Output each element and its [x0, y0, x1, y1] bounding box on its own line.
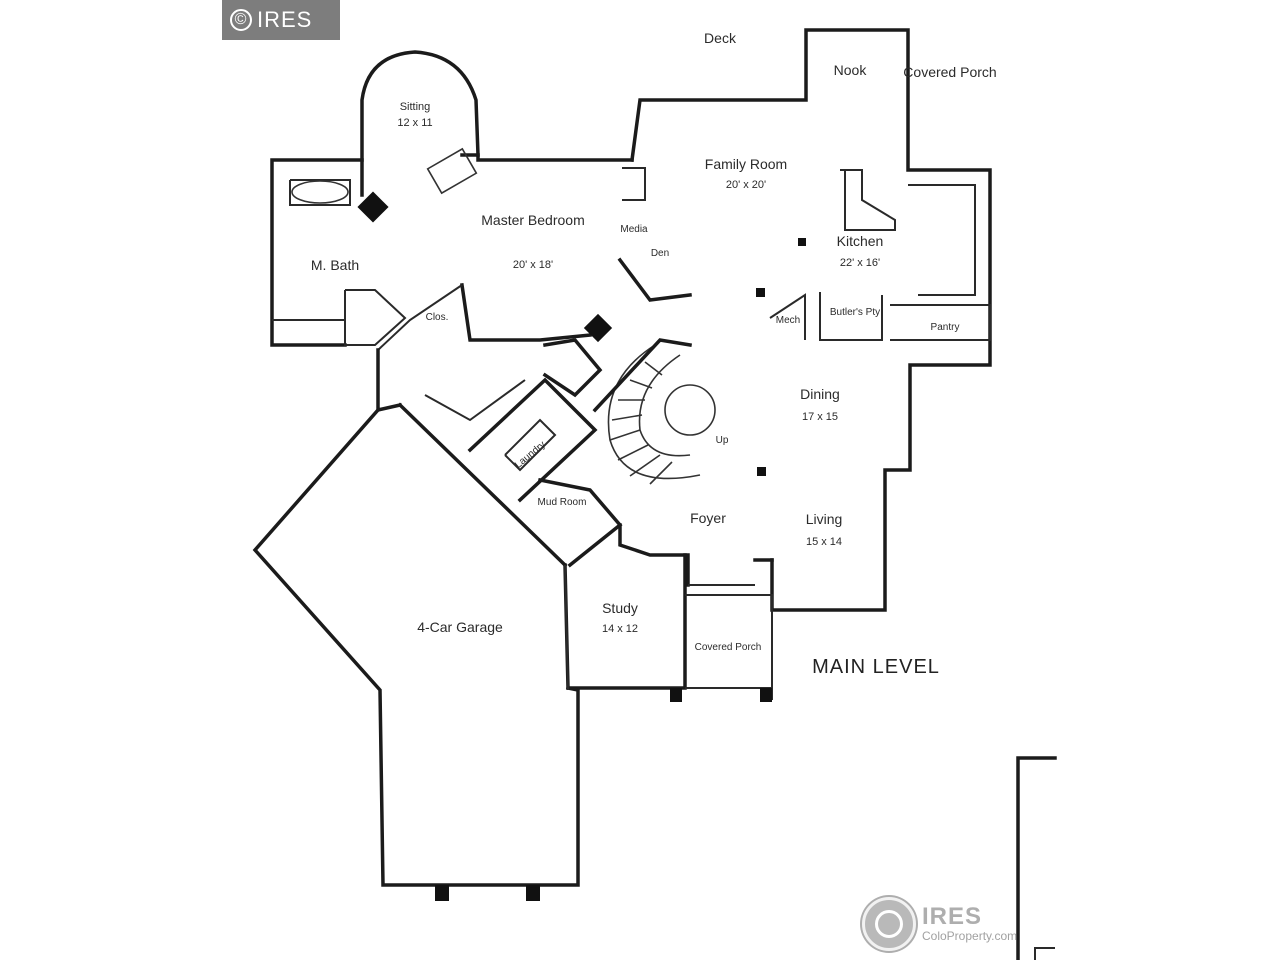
room-label-closet: Clos. [426, 312, 449, 323]
room-dim-dining: 17 x 15 [802, 411, 838, 423]
foyer-left-wall [618, 523, 690, 587]
copyright-icon: © [230, 9, 252, 31]
room-label-family-room: Family Room [705, 156, 787, 172]
stair-treads [609, 361, 673, 485]
lower-right-wall-inner [1034, 947, 1055, 960]
ires-watermark: IRES ColoProperty.com [862, 896, 1052, 952]
room-label-butler-pantry: Butler's Pty [830, 307, 880, 318]
room-dim-kitchen: 22' x 16' [840, 257, 880, 269]
level-label: MAIN LEVEL [812, 656, 940, 678]
room-label-garage: 4-Car Garage [417, 619, 503, 635]
room-label-foyer: Foyer [690, 510, 726, 526]
room-label-sitting: Sitting [400, 101, 431, 113]
kitchen-island [840, 169, 896, 231]
room-label-media: Media [620, 224, 648, 235]
tub [289, 179, 351, 206]
garage-walls [252, 407, 580, 887]
room-label-nook: Nook [834, 62, 868, 78]
walk-in-closet [377, 284, 463, 351]
corridor-upper-wall [376, 348, 403, 413]
front-porch [685, 594, 773, 700]
family-room-walls [630, 28, 992, 612]
lower-right-wall [1016, 756, 1057, 960]
watermark-name: IRES [922, 903, 983, 930]
pantry-walls [819, 292, 883, 341]
den-wall [617, 257, 692, 302]
master-bedroom-walls [460, 153, 634, 162]
watermark-url: ColoProperty.com [922, 929, 1018, 943]
pantry-right-walls [890, 304, 991, 341]
room-label-mech: Mech [776, 315, 800, 326]
sitting-bay [360, 50, 480, 197]
room-label-pantry: Pantry [931, 322, 960, 333]
corridor-cabinets [424, 379, 526, 422]
hot-tub [426, 147, 478, 195]
stair-wall [592, 338, 693, 413]
room-label-covered-porch-front: Covered Porch [695, 642, 762, 653]
room-label-dining: Dining [800, 386, 840, 402]
laundry-walls [467, 377, 598, 503]
room-dim-living: 15 x 14 [806, 536, 842, 548]
room-label-deck: Deck [704, 30, 737, 46]
tub-basin [291, 180, 349, 204]
room-label-master-bedroom: Master Bedroom [481, 212, 584, 228]
kitchen-counter [908, 184, 976, 296]
room-dim-sitting: 12 x 11 [397, 117, 432, 129]
room-label-up: Up [716, 435, 729, 446]
room-label-study: Study [602, 600, 638, 616]
corridor-lower-wall [397, 402, 568, 568]
laundry-counter [504, 418, 557, 472]
room-dim-family-room: 20' x 20' [726, 179, 766, 191]
mud-room-walls [537, 477, 623, 568]
room-label-kitchen: Kitchen [837, 233, 884, 249]
room-label-covered-porch-rear: Covered Porch [903, 64, 996, 80]
ires-logo-icon [862, 897, 916, 951]
ires-badge: © IRES [222, 0, 340, 40]
bedroom-lower-wall [460, 283, 592, 342]
hall-closet [542, 338, 603, 398]
mech-walls [769, 293, 806, 340]
room-dim-study: 14 x 12 [602, 623, 638, 635]
room-label-den: Den [651, 248, 669, 259]
room-dim-master-bedroom: 20' x 18' [513, 259, 553, 271]
study-walls [563, 553, 687, 690]
media-cabinet [622, 167, 646, 201]
room-label-m-bath: M. Bath [311, 257, 359, 273]
columns [357, 191, 806, 901]
master-bath-walls [270, 158, 364, 347]
room-label-living: Living [806, 511, 843, 527]
room-label-mud-room: Mud Room [538, 497, 587, 508]
badge-text: IRES [257, 7, 313, 32]
room-label-laundry: Laundry [513, 439, 548, 471]
stair-newel [664, 384, 716, 436]
shower [344, 289, 407, 346]
garage-study-wall [564, 564, 569, 691]
